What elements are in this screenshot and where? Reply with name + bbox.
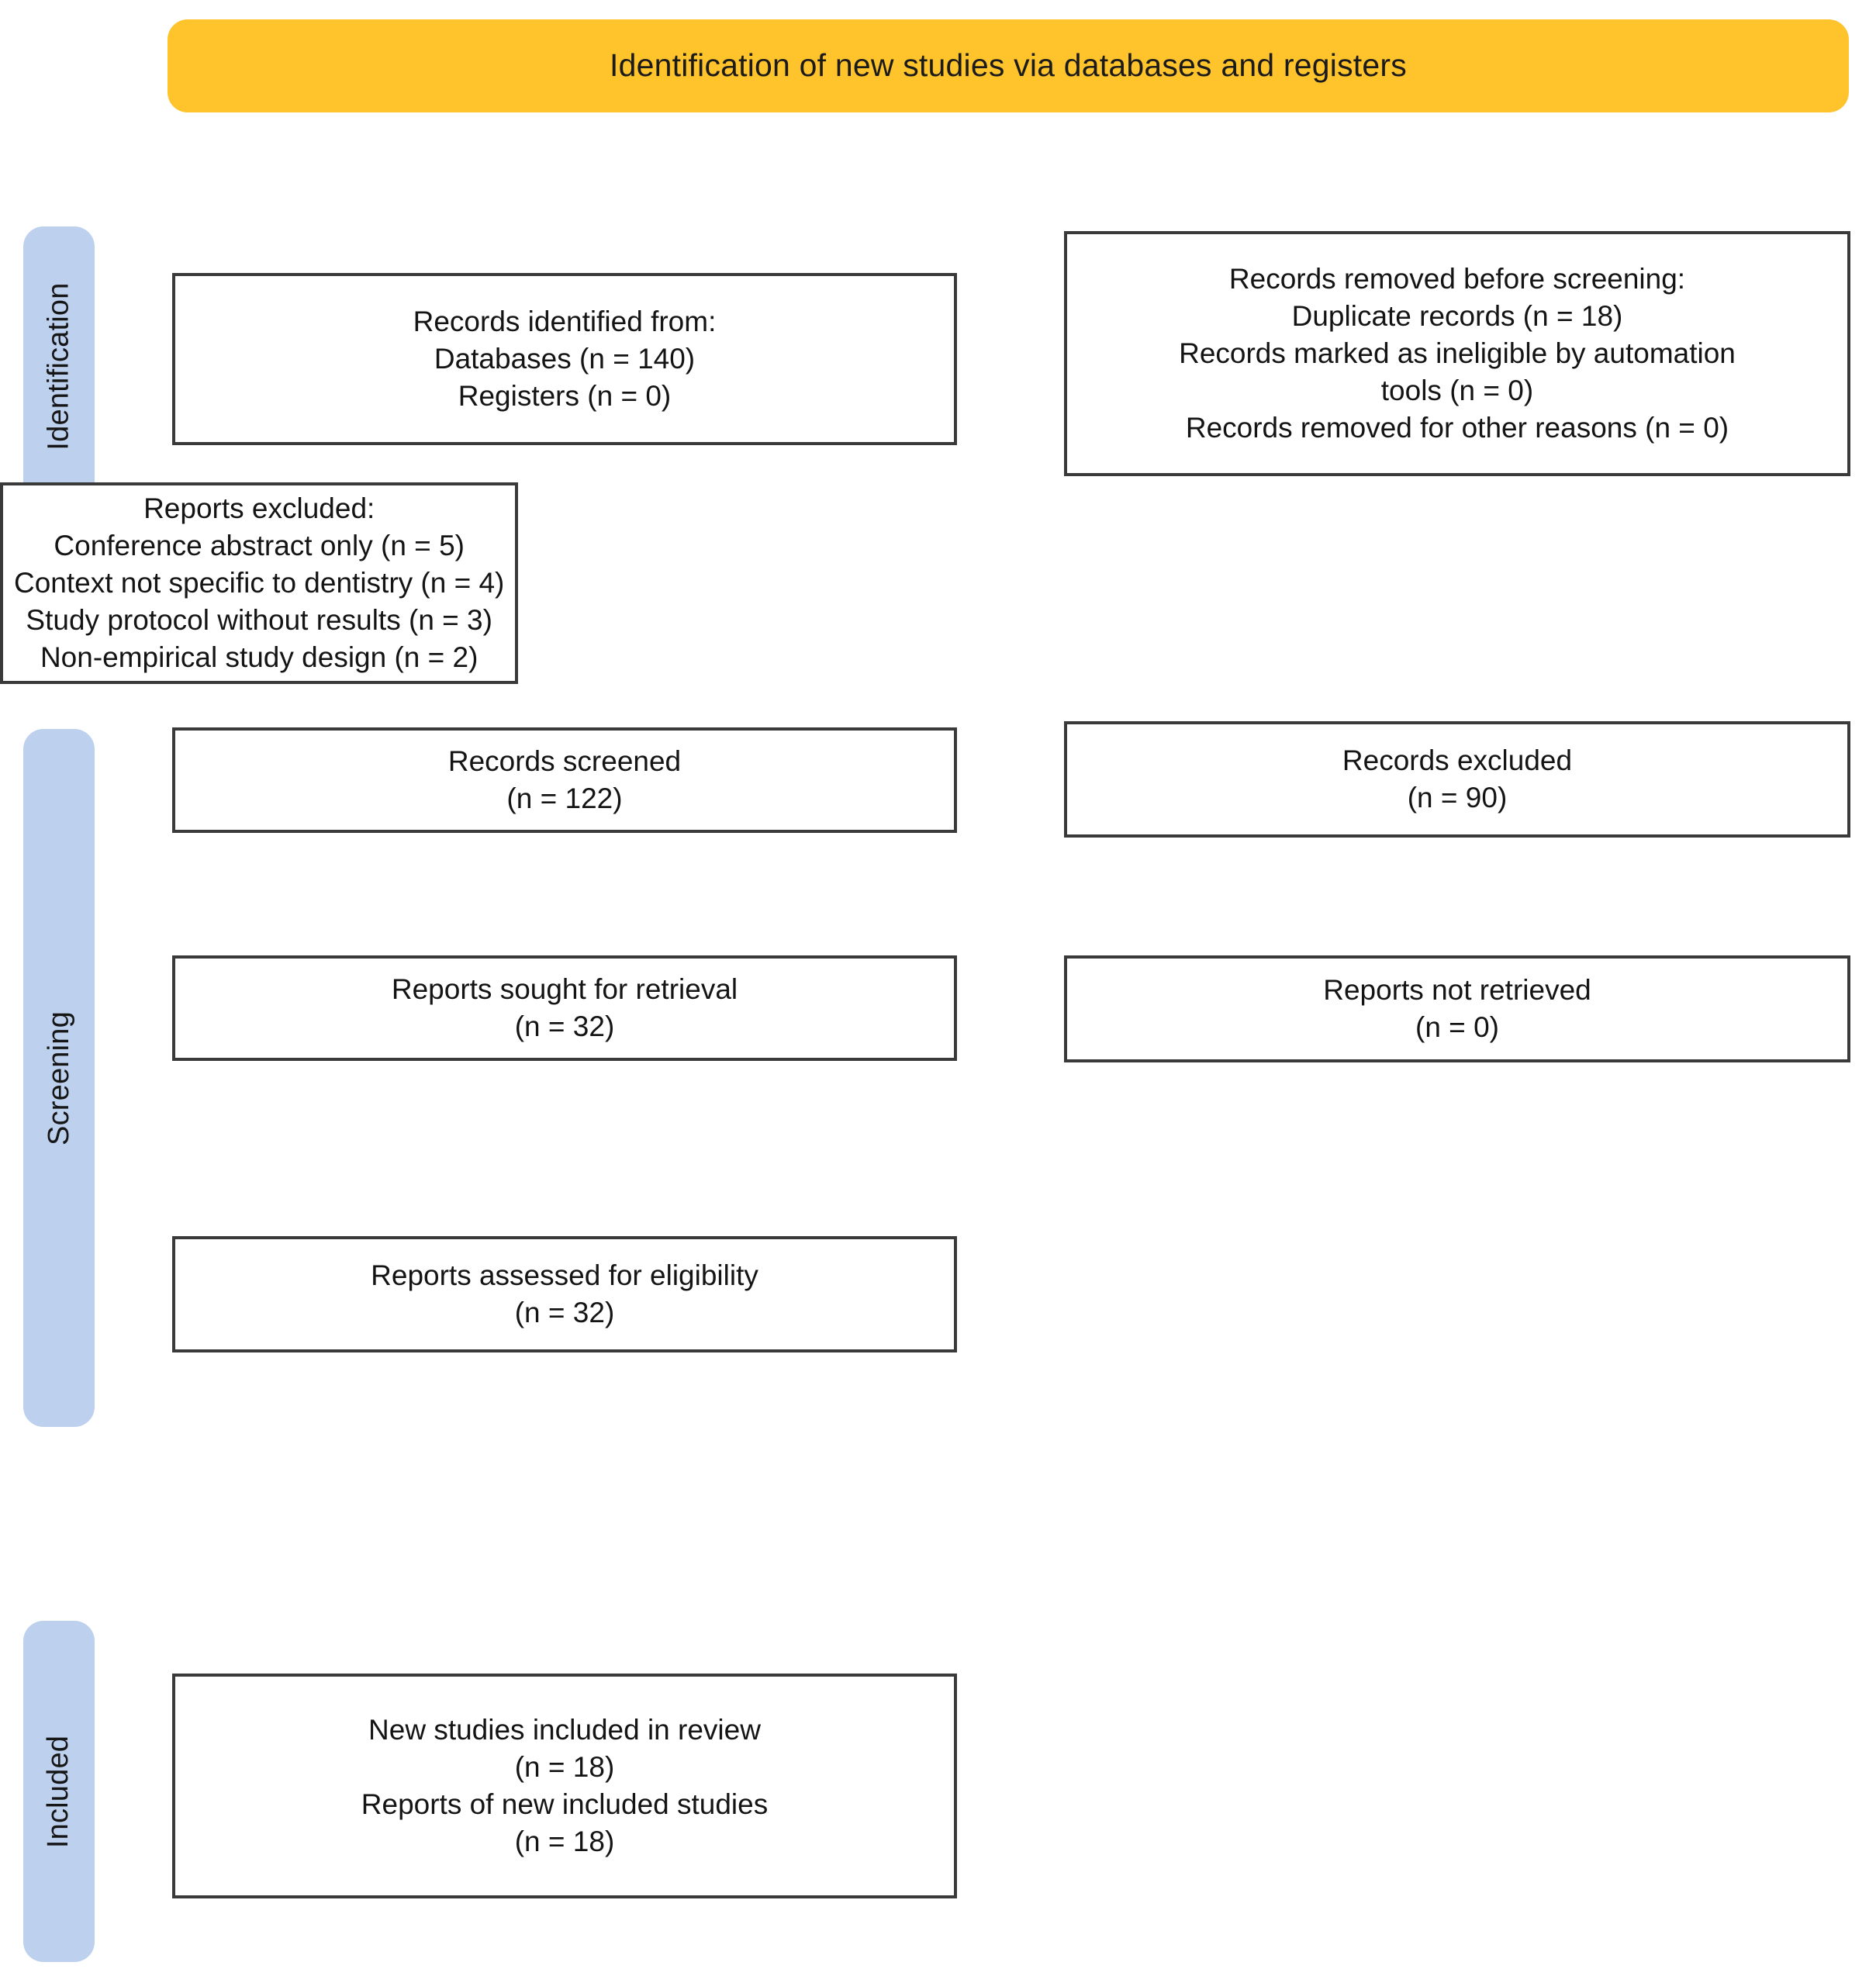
box-records-screened-text: Records screened (n = 122) (447, 744, 682, 814)
box-records-excluded-text: Records excluded (n = 90) (1342, 744, 1573, 814)
box-records-excluded: Records excluded (n = 90) (1064, 721, 1850, 838)
box-reports-assessed: Reports assessed for eligibility (n = 32… (172, 1236, 957, 1352)
box-records-removed: Records removed before screening: Duplic… (1064, 231, 1850, 476)
box-records-screened: Records screened (n = 122) (172, 727, 957, 833)
box-records-identified: Records identified from: Databases (n = … (172, 273, 957, 445)
stage-label-included: Included (42, 1735, 75, 1848)
box-reports-excluded-text: Reports excluded: Conference abstract on… (14, 492, 505, 674)
banner-title: Identification of new studies via databa… (610, 47, 1407, 84)
stage-bar-identification: Identification (23, 226, 95, 506)
box-reports-assessed-text: Reports assessed for eligibility (n = 32… (371, 1259, 758, 1328)
box-reports-not-retrieved: Reports not retrieved (n = 0) (1064, 955, 1850, 1062)
identification-banner: Identification of new studies via databa… (168, 19, 1849, 112)
box-reports-sought: Reports sought for retrieval (n = 32) (172, 955, 957, 1061)
box-reports-not-retrieved-text: Reports not retrieved (n = 0) (1323, 973, 1591, 1043)
box-records-identified-text: Records identified from: Databases (n = … (413, 305, 717, 413)
box-reports-excluded: Reports excluded: Conference abstract on… (0, 482, 519, 685)
box-reports-sought-text: Reports sought for retrieval (n = 32) (391, 972, 738, 1042)
stage-label-screening: Screening (42, 1010, 75, 1145)
stage-bar-included: Included (23, 1621, 95, 1962)
box-records-removed-text: Records removed before screening: Duplic… (1179, 262, 1736, 444)
stage-label-identification: Identification (42, 282, 75, 451)
stage-bar-screening: Screening (23, 729, 95, 1427)
box-new-studies-included-text: New studies included in review (n = 18) … (361, 1713, 769, 1858)
box-new-studies-included: New studies included in review (n = 18) … (172, 1674, 957, 1898)
